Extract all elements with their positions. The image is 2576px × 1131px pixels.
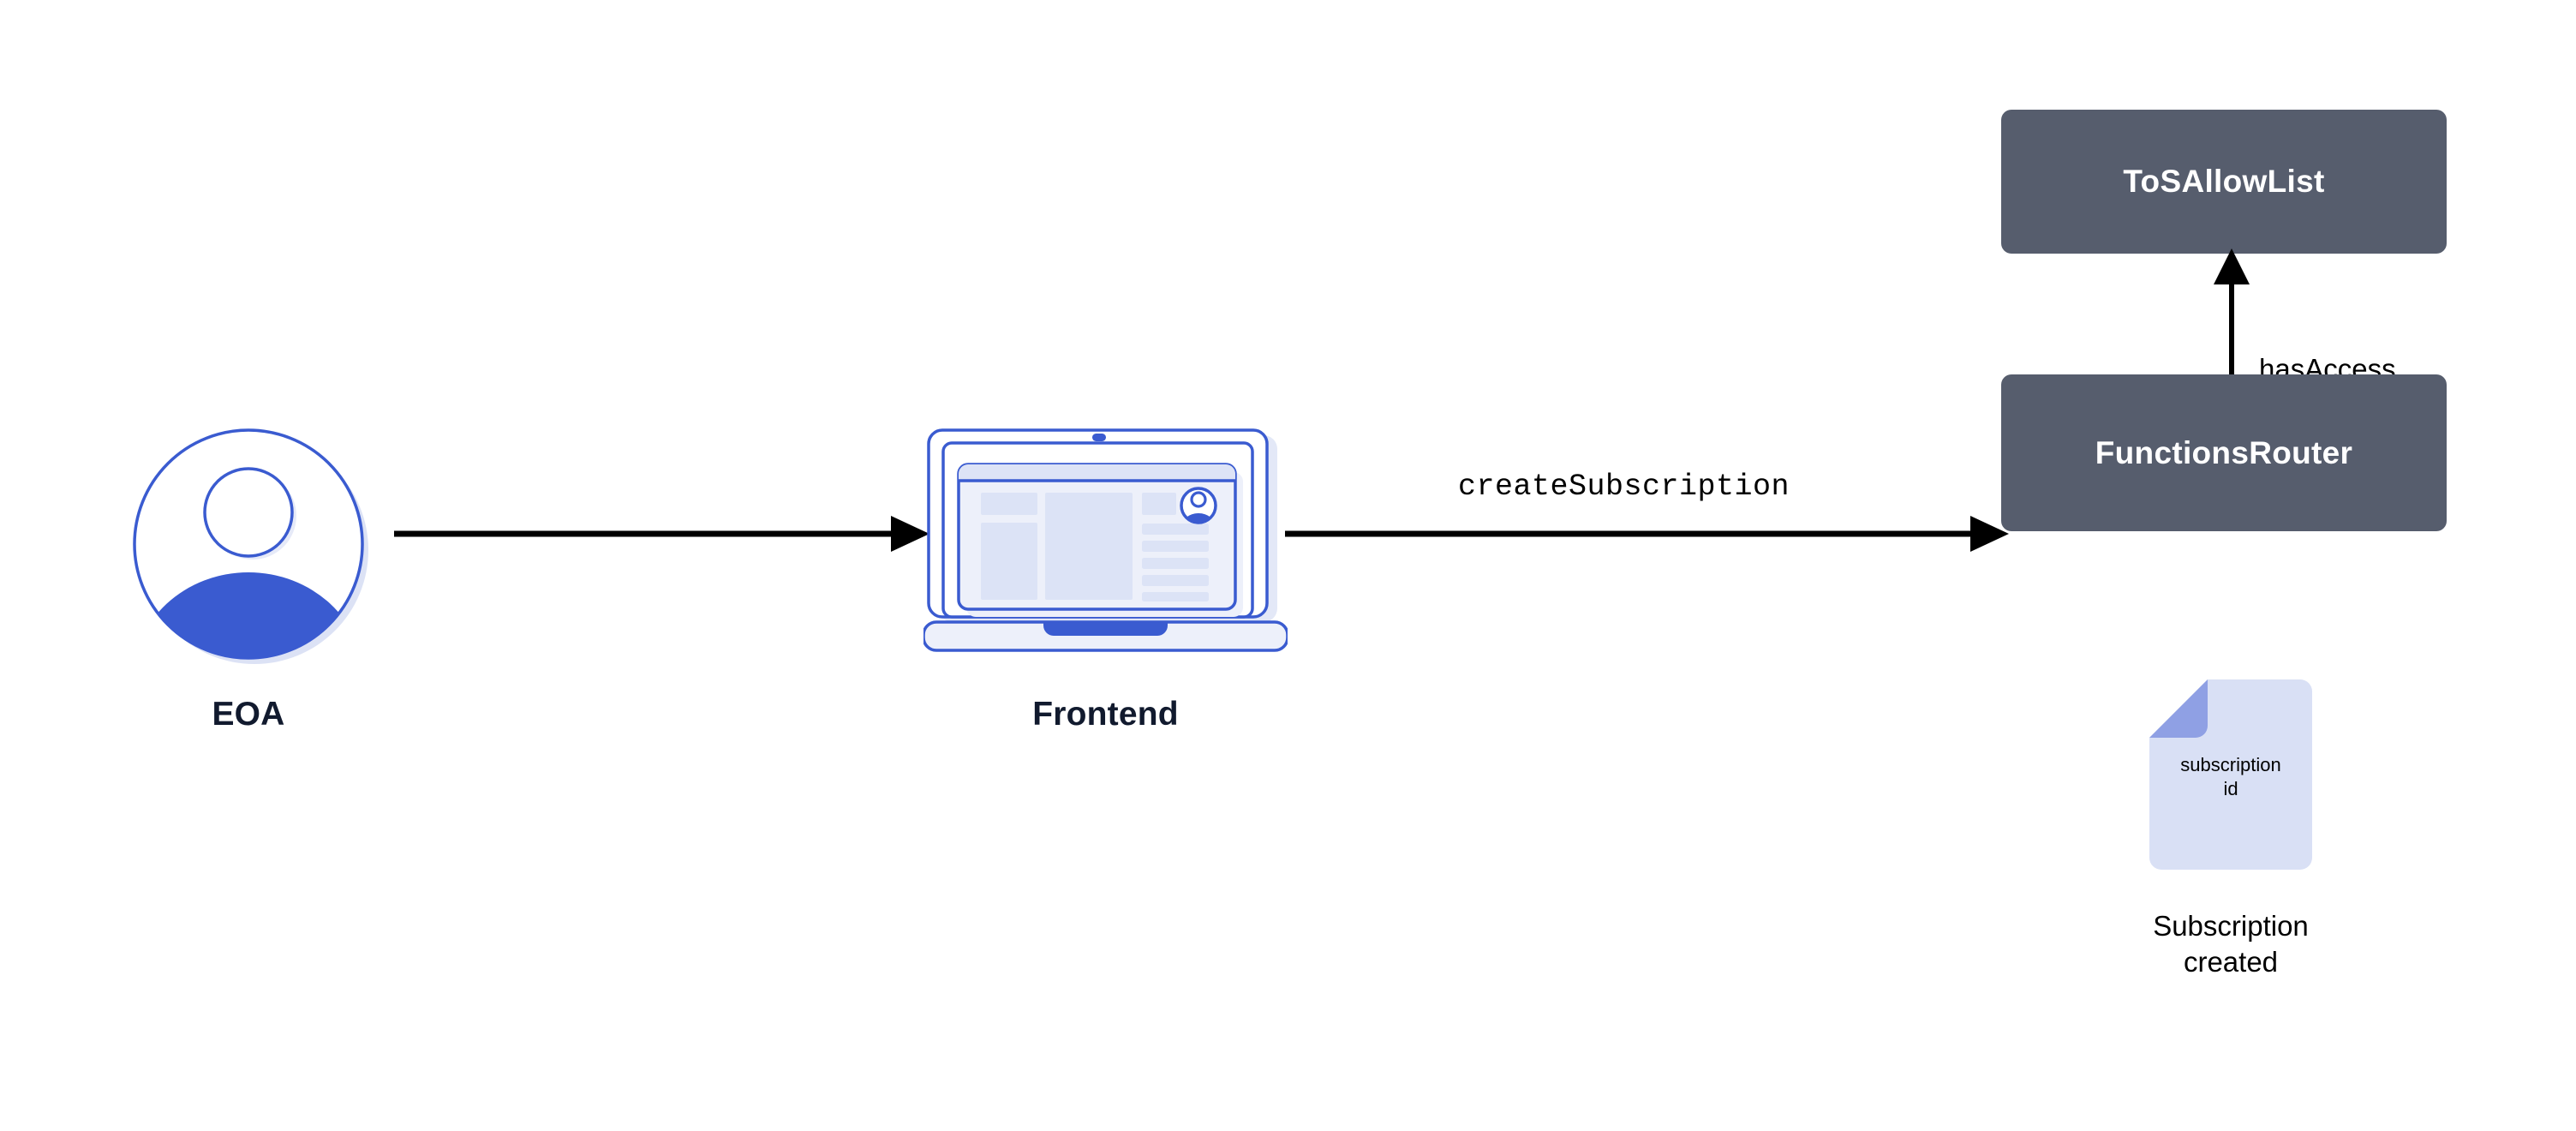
node-eoa-label: EOA [212, 696, 285, 733]
document-icon [2149, 679, 2312, 870]
edge-label-create-subscription: createSubscription [1458, 470, 1790, 504]
subscription-doc-inner-text: subscription id [2149, 753, 2312, 801]
screen-avatar-icon [1180, 487, 1217, 524]
node-functions-router-label: FunctionsRouter [2095, 434, 2353, 470]
subscription-doc-caption: Subscription created [2098, 908, 2364, 980]
node-frontend-label: Frontend [1032, 696, 1179, 733]
subscription-doc-inner-line-2: id [2223, 778, 2238, 800]
subscription-doc-inner-line-1: subscription [2180, 754, 2281, 775]
laptop-icon [923, 428, 1288, 652]
node-eoa[interactable] [124, 420, 373, 668]
node-functions-router[interactable]: FunctionsRouter [2001, 374, 2447, 531]
node-tos-allow-list[interactable]: ToSAllowList [2001, 110, 2447, 254]
subscription-doc-caption-line-2: created [2183, 946, 2279, 978]
arrow-eoa-to-frontend [394, 516, 929, 552]
user-avatar-icon [133, 428, 368, 664]
arrow-frontend-to-router [1285, 516, 2009, 552]
node-frontend[interactable] [923, 427, 1288, 671]
node-subscription-doc[interactable] [2149, 679, 2312, 870]
arrow-router-to-tos [2214, 248, 2250, 381]
subscription-doc-caption-line-1: Subscription [2153, 910, 2309, 942]
node-tos-allow-list-label: ToSAllowList [2123, 164, 2325, 199]
